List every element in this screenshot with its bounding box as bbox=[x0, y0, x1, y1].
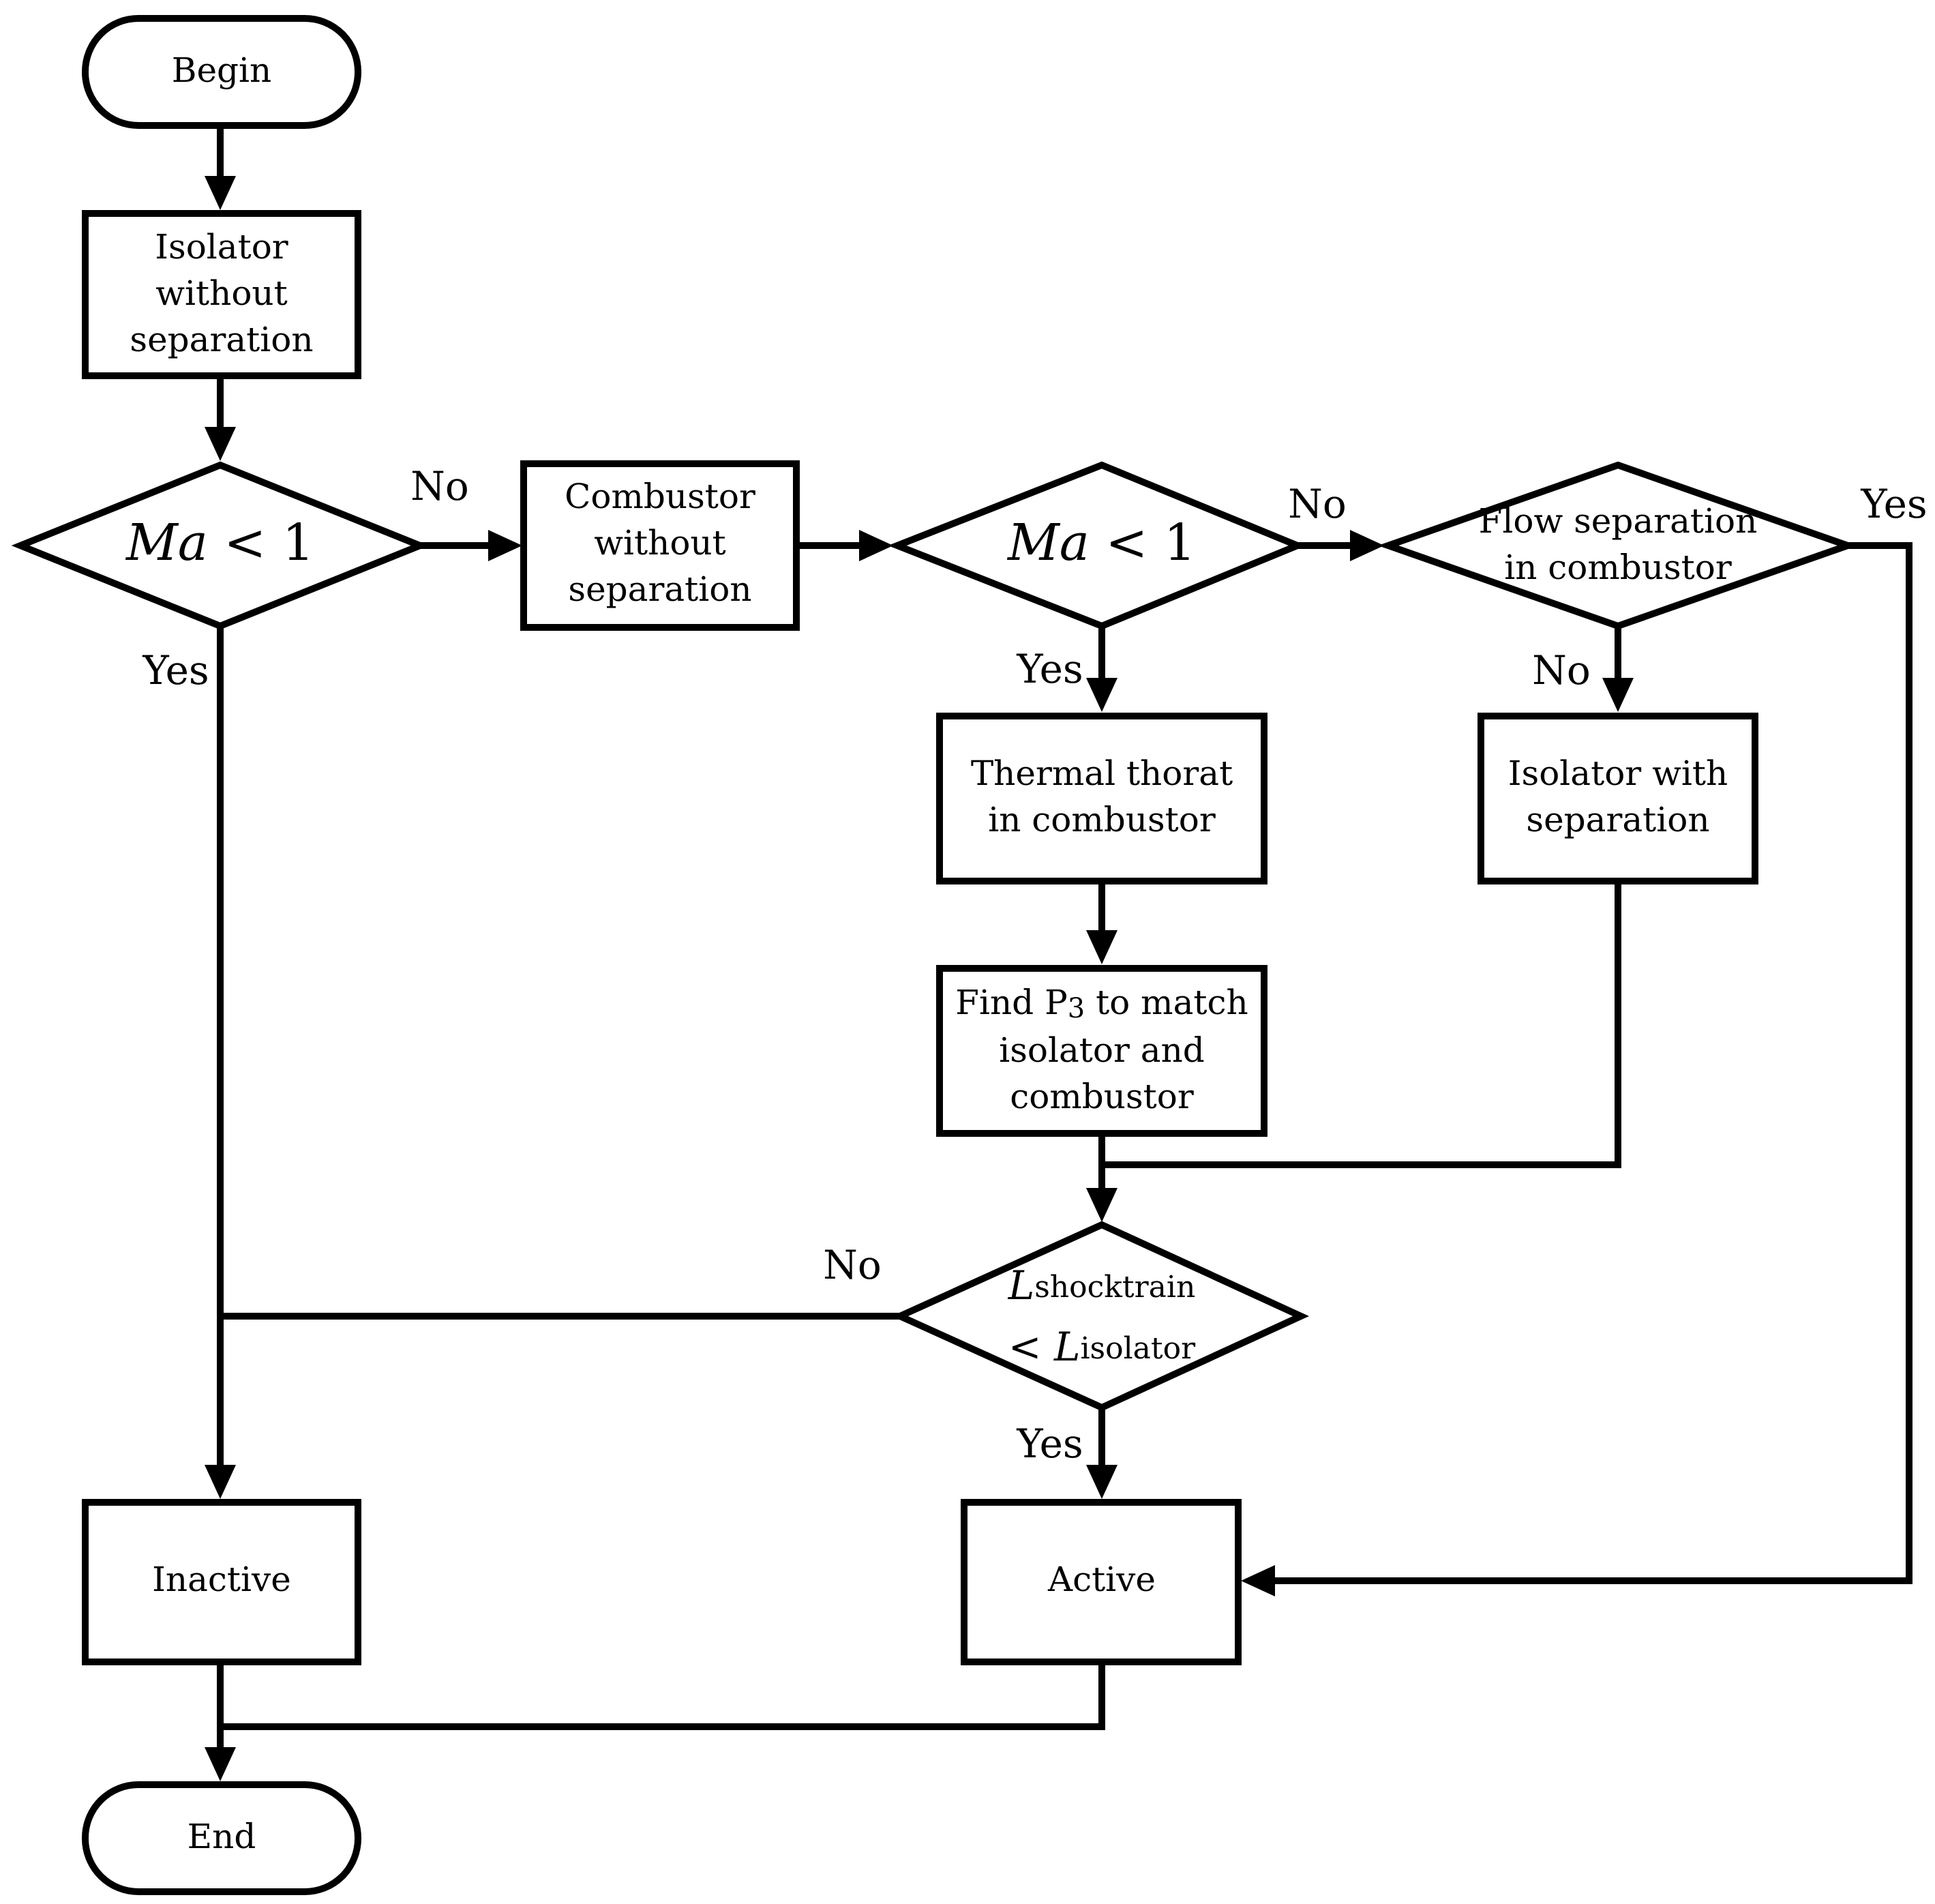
arrowhead-active-right bbox=[1241, 1565, 1275, 1596]
iso-sep-line-1: Isolator with bbox=[1508, 754, 1728, 793]
shocktrain-line-1: Lshocktrain bbox=[1008, 1262, 1196, 1309]
label-ma1-no: No bbox=[410, 463, 469, 509]
find-p3-line-2: isolator and bbox=[999, 1030, 1205, 1070]
arrowhead-flow-sep bbox=[1350, 530, 1384, 561]
isolator-wo-sep-line-1: Isolator bbox=[155, 227, 288, 267]
connectors bbox=[205, 123, 1912, 1781]
isolator-with-separation-box: Isolator with separation bbox=[1478, 713, 1758, 884]
arrowhead-iso-sep bbox=[1602, 678, 1634, 712]
arrowhead-shock bbox=[1086, 1188, 1118, 1222]
label-shock-yes: Yes bbox=[1016, 1420, 1083, 1467]
flow-sep-line-1: Flow separation bbox=[1479, 501, 1758, 541]
thermal-line-1: Thermal thorat bbox=[971, 754, 1233, 793]
label-ma1-yes: Yes bbox=[142, 647, 209, 694]
combustor-without-separation-box: Combustor without separation bbox=[520, 460, 800, 631]
label-flowsep-yes: Yes bbox=[1860, 481, 1927, 527]
combustor-wo-sep-line-1: Combustor bbox=[565, 477, 755, 516]
end-terminal: End bbox=[82, 1781, 361, 1895]
combustor-wo-sep-line-2: without bbox=[594, 523, 725, 563]
inactive-box: Inactive bbox=[82, 1499, 361, 1665]
decision-ma-isolator-text: Ma < 1 bbox=[125, 514, 314, 572]
arrowhead-thermal bbox=[1086, 678, 1118, 712]
flow-sep-line-2: in combustor bbox=[1504, 548, 1732, 587]
decision-shocktrain: Lshocktrain < Lisolator bbox=[891, 1221, 1309, 1412]
active-label: Active bbox=[1047, 1560, 1156, 1599]
isolator-wo-sep-line-3: separation bbox=[130, 320, 313, 359]
shocktrain-line-2: < Lisolator bbox=[1008, 1324, 1196, 1370]
active-box: Active bbox=[961, 1499, 1242, 1665]
iso-sep-line-2: separation bbox=[1526, 800, 1709, 839]
arrowhead-isolator bbox=[205, 176, 236, 210]
thermal-line-2: in combustor bbox=[988, 800, 1216, 839]
combustor-wo-sep-line-3: separation bbox=[568, 569, 751, 609]
edge-flowsep-yes bbox=[1269, 542, 1912, 1584]
begin-label: Begin bbox=[172, 50, 272, 90]
thermal-throat-box: Thermal thorat in combustor bbox=[936, 713, 1268, 884]
arrowhead-decision-1 bbox=[205, 427, 236, 461]
decision-ma-isolator: Ma < 1 bbox=[11, 461, 430, 630]
decision-ma-combustor-text: Ma < 1 bbox=[1006, 514, 1196, 572]
edge-isosep-to-join bbox=[1098, 879, 1621, 1168]
arrowhead-combustor bbox=[488, 530, 522, 561]
find-p3-line-1: Find P3 to match bbox=[955, 983, 1248, 1024]
arrowhead-inactive bbox=[205, 1465, 236, 1499]
arrowhead-active bbox=[1086, 1465, 1118, 1499]
label-shock-no: No bbox=[823, 1242, 882, 1288]
label-ma2-yes: Yes bbox=[1016, 646, 1083, 692]
edge-labels: No Yes No Yes Yes No No Yes bbox=[142, 463, 1927, 1467]
arrowhead-findp3 bbox=[1086, 930, 1118, 964]
label-flowsep-no: No bbox=[1532, 647, 1591, 694]
edge-active-to-end bbox=[217, 1660, 1105, 1730]
isolator-wo-sep-line-2: without bbox=[155, 273, 287, 313]
find-p3-line-3: combustor bbox=[1010, 1077, 1194, 1116]
arrowhead-decision-2 bbox=[859, 530, 893, 561]
end-label: End bbox=[188, 1817, 256, 1856]
decision-ma-combustor: Ma < 1 bbox=[888, 461, 1307, 630]
inactive-label: Inactive bbox=[152, 1560, 291, 1599]
label-ma2-no: No bbox=[1288, 481, 1347, 527]
begin-terminal: Begin bbox=[82, 15, 361, 129]
arrowhead-end bbox=[205, 1747, 236, 1781]
decision-flow-separation: Flow separation in combustor bbox=[1377, 461, 1859, 630]
isolator-without-separation-box: Isolator without separation bbox=[82, 210, 361, 379]
find-p3-box: Find P3 to match isolator and combustor bbox=[936, 965, 1268, 1137]
